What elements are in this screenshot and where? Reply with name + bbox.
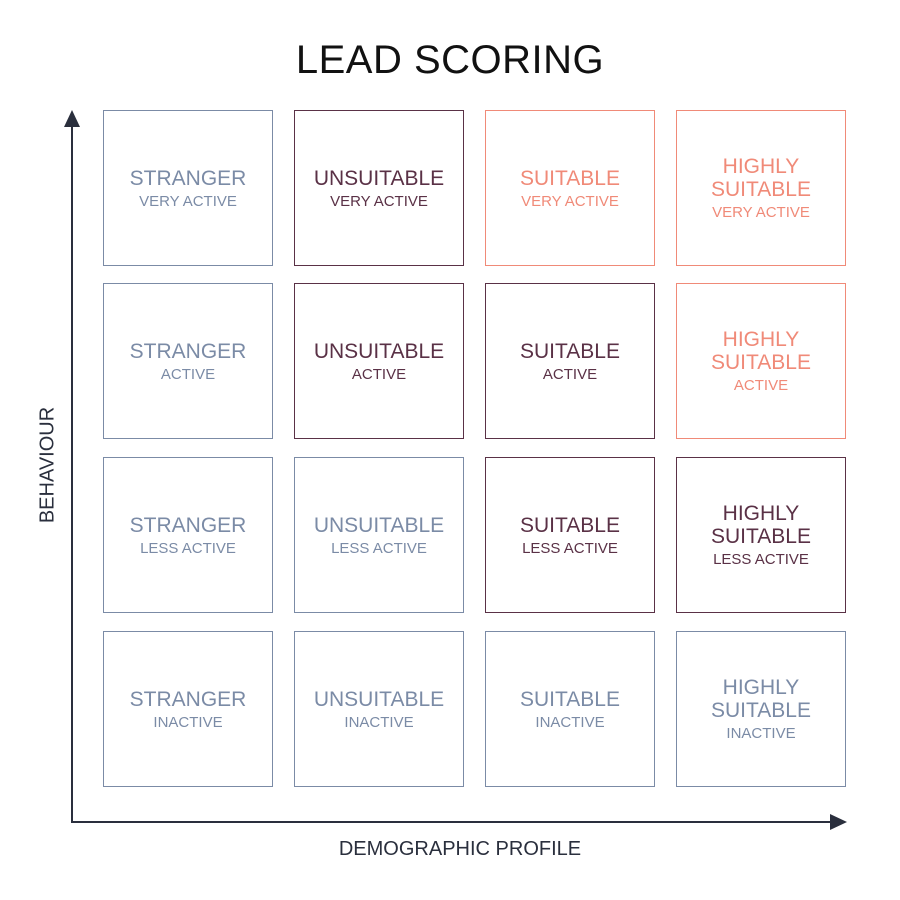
grid-cell: UNSUITABLE LESS ACTIVE: [294, 457, 464, 613]
cell-segment-label: HIGHLY SUITABLE: [711, 676, 811, 722]
cell-activity-label: LESS ACTIVE: [331, 539, 427, 557]
grid-cell: HIGHLY SUITABLE LESS ACTIVE: [676, 457, 846, 613]
cell-activity-label: VERY ACTIVE: [139, 192, 237, 210]
cell-activity-label: ACTIVE: [160, 365, 216, 383]
cell-activity-label: ACTIVE: [542, 365, 598, 383]
grid-cell: SUITABLE LESS ACTIVE: [485, 457, 655, 613]
cell-segment-label: STRANGER: [129, 166, 247, 190]
cell-activity-label: INACTIVE: [344, 713, 414, 731]
y-axis-label: BEHAVIOUR: [36, 406, 59, 524]
cell-segment-label: UNSUITABLE: [313, 513, 445, 537]
cell-segment-label: UNSUITABLE: [313, 339, 445, 363]
cell-activity-label: VERY ACTIVE: [712, 204, 810, 221]
cell-activity-label: INACTIVE: [535, 713, 605, 731]
grid-cell: UNSUITABLE INACTIVE: [294, 631, 464, 787]
cell-activity-label: LESS ACTIVE: [713, 551, 809, 568]
grid-cell: STRANGER ACTIVE: [103, 283, 273, 439]
cell-activity-label: LESS ACTIVE: [140, 539, 236, 557]
cell-segment-label: UNSUITABLE: [313, 687, 445, 711]
cell-segment-label: STRANGER: [129, 687, 247, 711]
cell-segment-label: STRANGER: [129, 339, 247, 363]
grid-cell: SUITABLE INACTIVE: [485, 631, 655, 787]
cell-activity-label: ACTIVE: [351, 365, 407, 383]
grid-cell: STRANGER INACTIVE: [103, 631, 273, 787]
cell-activity-label: VERY ACTIVE: [330, 192, 428, 210]
grid-cell: HIGHLY SUITABLE INACTIVE: [676, 631, 846, 787]
cell-segment-label: UNSUITABLE: [313, 166, 445, 190]
x-axis-label: DEMOGRAPHIC PROFILE: [338, 838, 582, 860]
cell-activity-label: INACTIVE: [726, 725, 796, 742]
cell-activity-label: ACTIVE: [733, 377, 789, 394]
grid-cell: HIGHLY SUITABLE ACTIVE: [676, 283, 846, 439]
y-axis-arrow-icon: [64, 110, 80, 127]
grid-cell: SUITABLE VERY ACTIVE: [485, 110, 655, 266]
grid-cell: UNSUITABLE ACTIVE: [294, 283, 464, 439]
grid-cell: SUITABLE ACTIVE: [485, 283, 655, 439]
cell-activity-label: LESS ACTIVE: [522, 539, 618, 557]
grid-cell: STRANGER LESS ACTIVE: [103, 457, 273, 613]
cell-segment-label: SUITABLE: [520, 513, 620, 537]
cell-segment-label: SUITABLE: [520, 166, 620, 190]
diagram-title: LEAD SCORING: [295, 38, 605, 82]
cell-segment-label: STRANGER: [129, 513, 247, 537]
grid-cell: STRANGER VERY ACTIVE: [103, 110, 273, 266]
lead-scoring-grid: STRANGER VERY ACTIVE UNSUITABLE VERY ACTIVE…: [103, 110, 848, 788]
cell-segment-label: HIGHLY SUITABLE: [711, 155, 811, 201]
cell-activity-label: VERY ACTIVE: [521, 192, 619, 210]
grid-cell: HIGHLY SUITABLE VERY ACTIVE: [676, 110, 846, 266]
cell-activity-label: INACTIVE: [153, 713, 223, 731]
cell-segment-label: HIGHLY SUITABLE: [711, 328, 811, 374]
x-axis-arrow-icon: [830, 814, 847, 830]
grid-cell: UNSUITABLE VERY ACTIVE: [294, 110, 464, 266]
cell-segment-label: HIGHLY SUITABLE: [711, 502, 811, 548]
cell-segment-label: SUITABLE: [520, 339, 620, 363]
cell-segment-label: SUITABLE: [520, 687, 620, 711]
